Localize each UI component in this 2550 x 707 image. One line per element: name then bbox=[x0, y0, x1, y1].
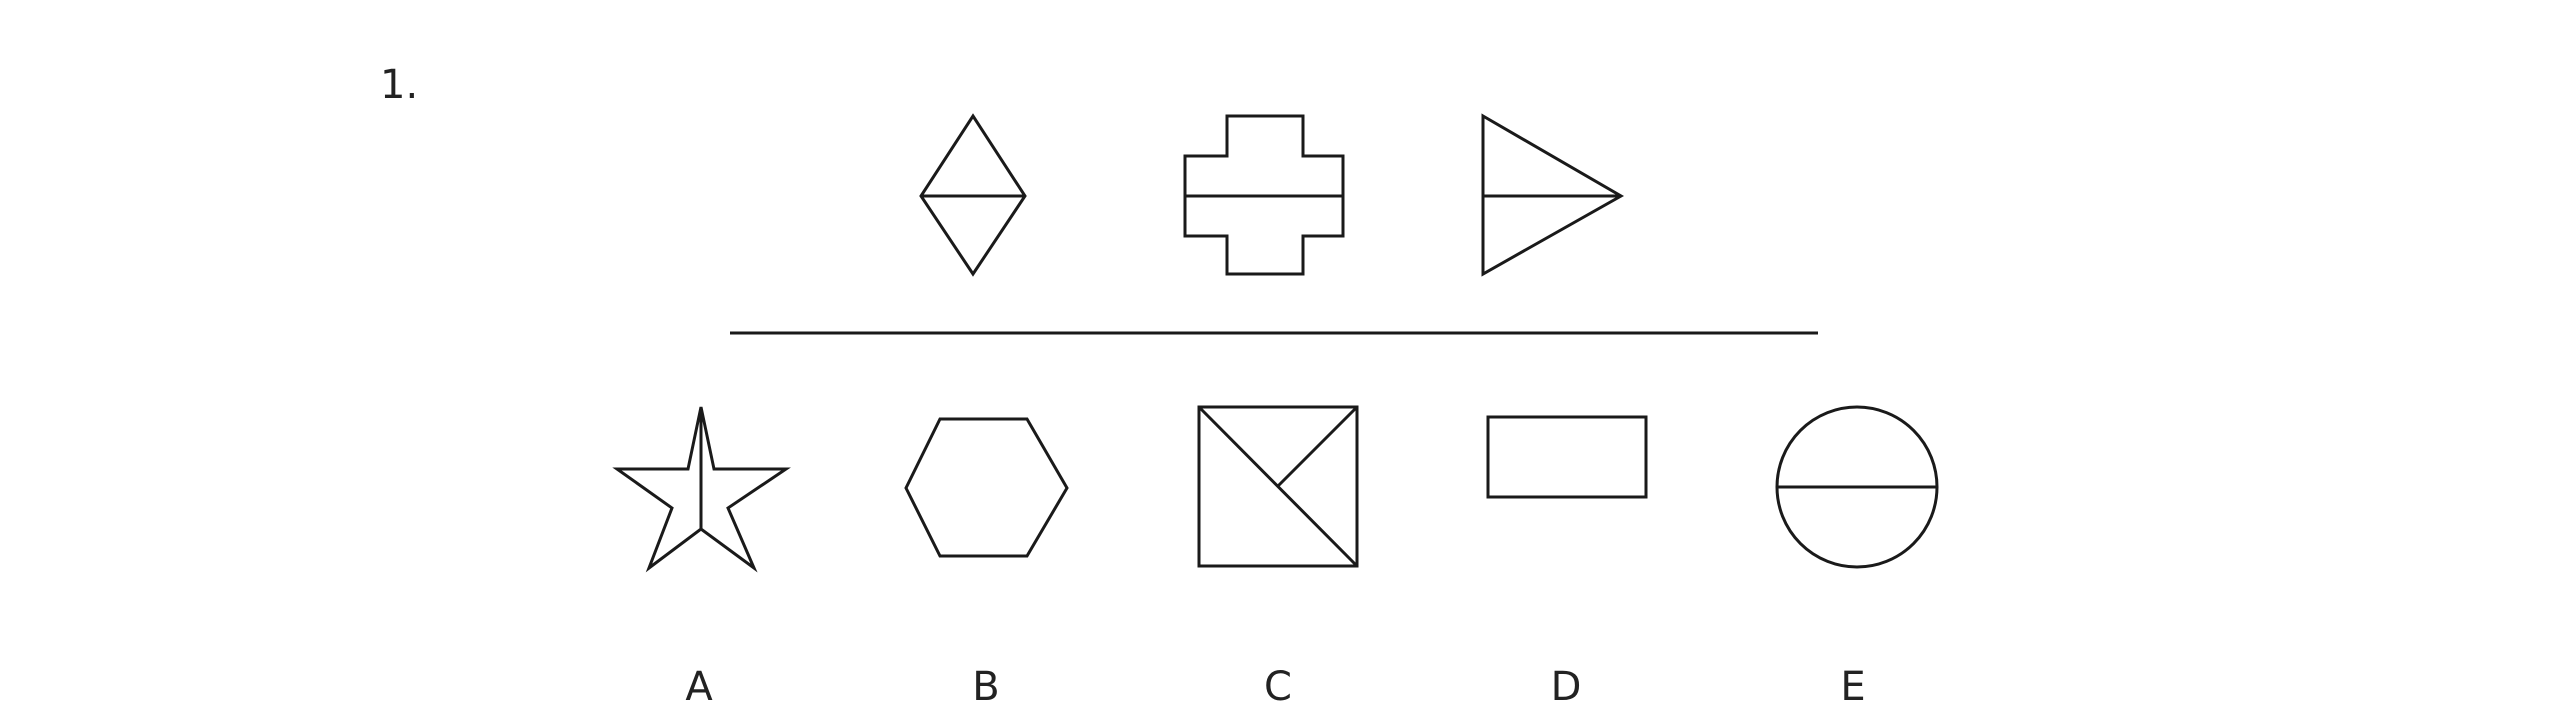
option-b[interactable]: B bbox=[904, 417, 1069, 707]
split-triangle-icon bbox=[1481, 113, 1625, 277]
example-figure-diamond bbox=[919, 113, 1027, 277]
option-label: D bbox=[1551, 664, 1582, 707]
question-number: 1. bbox=[380, 62, 418, 108]
split-star-icon bbox=[612, 406, 791, 573]
option-e[interactable]: E bbox=[1775, 405, 1939, 707]
option-c[interactable]: C bbox=[1197, 405, 1359, 707]
split-circle-icon bbox=[1775, 405, 1939, 569]
split-diamond-icon bbox=[919, 113, 1027, 277]
option-a[interactable]: A bbox=[612, 406, 791, 707]
diagonal-split-square-icon bbox=[1197, 405, 1359, 568]
option-d[interactable]: D bbox=[1486, 415, 1648, 707]
hexagon-icon bbox=[904, 417, 1069, 558]
example-figure-triangle bbox=[1481, 113, 1625, 277]
example-figure-cross bbox=[1183, 114, 1345, 276]
option-label: E bbox=[1840, 664, 1865, 707]
option-label: C bbox=[1264, 664, 1292, 707]
option-label: A bbox=[685, 664, 713, 707]
rectangle-icon bbox=[1486, 415, 1648, 499]
option-label: B bbox=[972, 664, 999, 707]
split-cross-icon bbox=[1183, 114, 1345, 276]
